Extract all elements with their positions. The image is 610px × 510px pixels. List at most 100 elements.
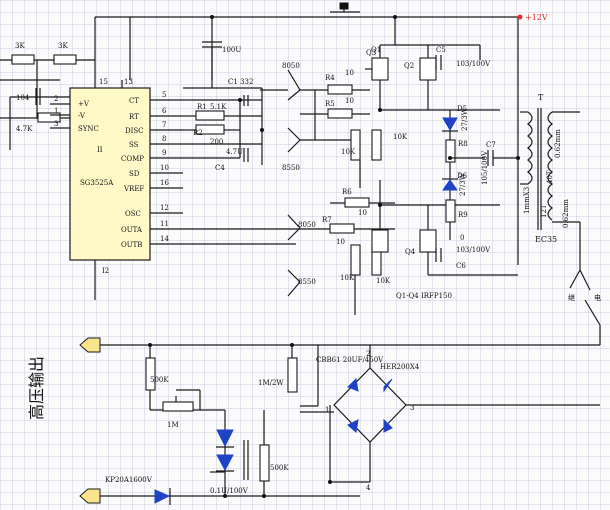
ic-pin-rt: RT [129,113,139,121]
cap-c7 [450,150,520,166]
cap-104 [9,88,70,150]
ic-pin-outb: OUTB [121,241,142,249]
gate-resistors-lower [300,197,395,315]
cap-4-7u-label: 4.7U [226,148,243,156]
c7-value: 105/100V [481,150,489,185]
c6-value: 103/100V [456,246,491,254]
resistor-1m2w [287,345,298,393]
ic-num-16: 16 [160,179,169,187]
timing-network [183,88,263,165]
ic-top-pin-15: 15 [99,78,108,86]
ic-pin-disc: DISC [125,127,144,135]
cap-100u-label: 100U [222,46,241,54]
c5-label: C5 [436,46,446,54]
r6-label: R6 [342,188,352,196]
t-8550-a-label: 8550 [282,164,300,172]
ic-pin-vref: VREF [123,185,144,193]
q3-label: Q3 [366,49,376,57]
node-2-label: 2 [366,350,370,358]
supply-label: +12V [525,13,548,22]
hv-output-label: 高压输出 [27,356,46,420]
ic-num-8: 8 [162,135,166,143]
r6-value: 10 [358,209,367,217]
ic-num-6: 6 [162,107,167,115]
c6-label: C6 [456,262,466,270]
ic-pin-outa: OUTA [121,226,143,234]
hv-output-terminals [79,337,360,504]
q1-q4-note: Q1-Q4 IRFP150 [396,292,452,300]
mosfet-q3 [365,45,389,110]
c5-value: 103/100V [456,60,491,68]
wind-4-label: 0.62mm [562,199,570,228]
r-10k-b-label: 10K [393,133,408,141]
thyristor-chain [154,409,234,505]
input-resistors [0,54,95,118]
node-1-label: 1 [325,406,329,414]
snubber-d5-r8 [442,110,458,175]
mosfet-q1 [371,205,389,253]
r-10k-d-label: 10K [376,277,391,285]
ic-num-10: 10 [160,164,169,172]
r-1m2w-label: 1M/2W [258,379,284,387]
r-3k-a-label: 3K [15,42,25,50]
ic-num-7: 7 [162,121,166,129]
ic-sg3525a [50,80,183,300]
ic-pin-minus-v: -V [78,112,86,120]
ic-pin-num-3: 3 [54,120,58,128]
bridge-wiring [379,44,518,276]
r2-label: R2 [193,129,203,137]
r7-value: 10 [336,238,345,246]
divider-500k [145,345,201,412]
wind-5-label: 40T [546,170,554,184]
cap-0-1u [243,440,249,480]
rt-value: 200 [210,138,223,146]
cap-100u [183,41,262,89]
ic-top-pin-13: 13 [124,78,133,86]
pot-1m-label: 1M [167,421,179,429]
resistor-4-7k [0,112,70,123]
cap-0-1u-label: 0.1U/100V [210,487,249,495]
resistor-500k-b [259,410,270,496]
r4-value: 10 [345,69,354,77]
ic-ref: I2 [102,267,109,275]
r9-value: 27/3W [459,172,467,196]
r-500k-label: 500K [150,376,169,384]
transformer-label: T [538,93,544,102]
d6-label: D6 [457,172,468,180]
r8-value: 27/3W [461,107,469,131]
bridge-rectifier [318,345,600,483]
ic-num-11: 11 [160,220,169,228]
driver-transistor-8550-upper [287,127,301,153]
d5-label: D5 [457,105,467,113]
c4-label: C4 [215,164,225,172]
wind-3-label: 12T [540,204,548,218]
ic-num-14: 14 [160,235,169,243]
node-4-label: 4 [366,484,371,492]
ic-num-12: 12 [160,204,169,212]
r9-label: R9 [458,211,468,219]
t-8550-b-label: 8550 [298,278,316,286]
diode-kp-label: KP20A1600V [105,476,153,484]
mosfet-q2 [419,45,437,110]
ic-part-number: SG3525A [80,179,114,187]
ic-center-mark: II [97,146,103,154]
t-8050-a-label: 8050 [282,62,300,70]
t-8050-b-label: 8050 [298,221,316,229]
r5-label: R5 [325,100,335,108]
ic-num-5: 5 [162,91,166,99]
driver-transistor-8550-lower [287,269,301,297]
ic-pin-num-2: 2 [54,95,58,103]
ic-pin-ss: SS [129,141,139,149]
switch-label-b: 电 [594,293,601,302]
switch-label-a: 继 [568,293,575,302]
node-3-label: 3 [410,404,414,412]
cap-104-label: 104 [16,94,30,102]
c1-label: C1 332 [228,78,253,86]
ic-pin-ct: CT [129,97,139,105]
r1-label: R1 [197,103,207,111]
wind-1-label: 0.62mm [554,129,562,158]
q4-label: Q4 [405,248,416,256]
r1-value: 5.1K [210,103,227,111]
